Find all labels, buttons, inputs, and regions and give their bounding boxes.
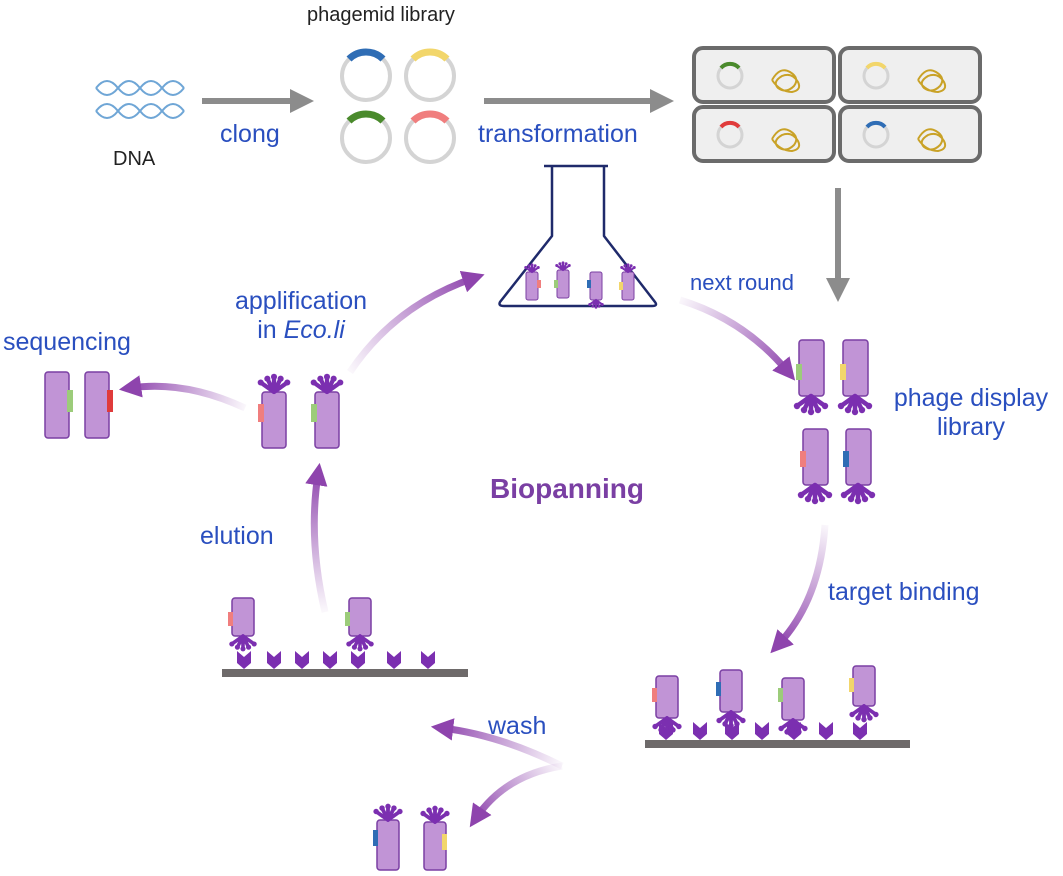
erlenmeyer-flask-icon xyxy=(498,164,658,310)
phage-display-line2: library xyxy=(936,412,1006,441)
phage-display-library xyxy=(794,339,875,504)
target-binding-label: target binding xyxy=(828,578,980,606)
biopanning-title: Biopanning xyxy=(490,473,644,504)
phage-display-line1: phage display xyxy=(893,384,1049,412)
target-binding-arrow xyxy=(770,524,829,654)
amplification-label-line1: applification xyxy=(234,287,368,315)
amplified-phages xyxy=(258,374,344,449)
elution-surface xyxy=(222,597,468,677)
wash-arrow xyxy=(430,718,564,770)
next-round-arrow xyxy=(678,296,796,381)
target-binding-surface xyxy=(645,665,910,748)
amplification-label-line2: in Eco.li xyxy=(257,315,345,344)
amplification-label: applification in Eco.li xyxy=(218,287,384,345)
elution-arrow xyxy=(305,462,329,613)
dna-label: DNA xyxy=(113,148,156,170)
dna-helix-icon xyxy=(95,80,185,119)
wash-label: wash xyxy=(488,712,547,740)
sequencing-phages xyxy=(44,371,113,439)
next-round-label: next round xyxy=(690,270,794,295)
wash-release-arrow xyxy=(469,762,563,828)
ecoli-italic: Eco.li xyxy=(283,315,345,344)
sequencing-label: sequencing xyxy=(3,328,131,356)
phagemid-library-label: phagemid library xyxy=(307,4,455,26)
phagemid-library-plasmids xyxy=(340,48,456,164)
washed-phages xyxy=(371,801,452,871)
elution-label: elution xyxy=(200,522,274,550)
clong-label: clong xyxy=(220,120,280,148)
phage-display-library-label: phage display library xyxy=(882,384,1060,442)
bacterium-cell-icon xyxy=(692,46,982,163)
sequencing-arrow xyxy=(118,375,247,412)
amplification-arrow xyxy=(347,271,485,374)
transformation-label: transformation xyxy=(478,120,638,148)
